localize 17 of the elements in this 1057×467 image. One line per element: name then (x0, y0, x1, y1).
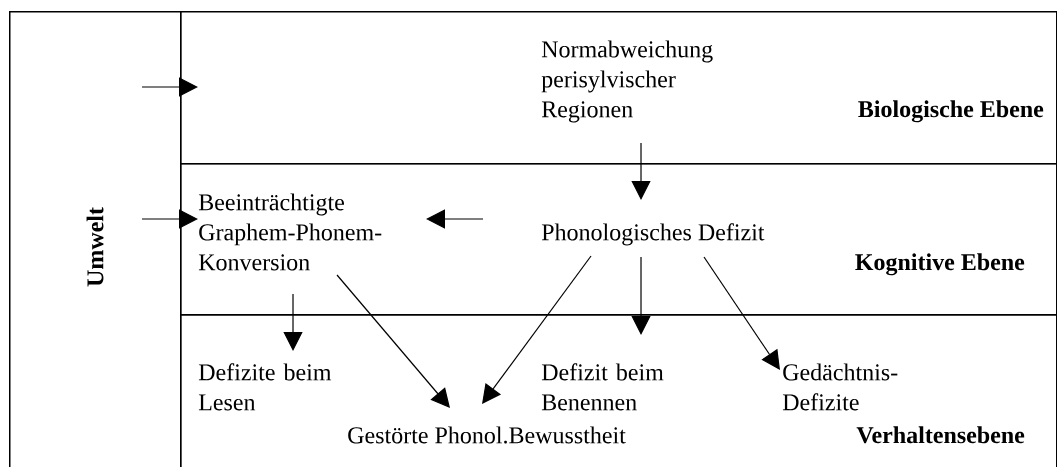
arrow (283, 293, 303, 351)
arrow (336, 274, 450, 408)
arrow (141, 209, 198, 229)
arrow (631, 256, 651, 335)
node-text: Phonologisches Defizit (541, 223, 765, 246)
arrow (482, 255, 592, 404)
arrow (631, 142, 651, 200)
arrow (426, 209, 484, 229)
arrow (703, 256, 780, 370)
arrow (141, 77, 198, 97)
node-text: Defizite beim Lesen (198, 363, 332, 411)
node-text: Beeinträchtigte Graphem-Phonem- Konversion (198, 193, 382, 271)
node-text: Gedächtnis- Defizite (782, 363, 898, 411)
environment-column: Umwelt (9, 11, 182, 467)
node-text: Defizit beim Benennen (541, 363, 664, 411)
node-text: Gestörte Phonol.Bewusstheit (348, 426, 626, 444)
node-text: Normabweichung perisylvischer Regionen (541, 40, 713, 123)
